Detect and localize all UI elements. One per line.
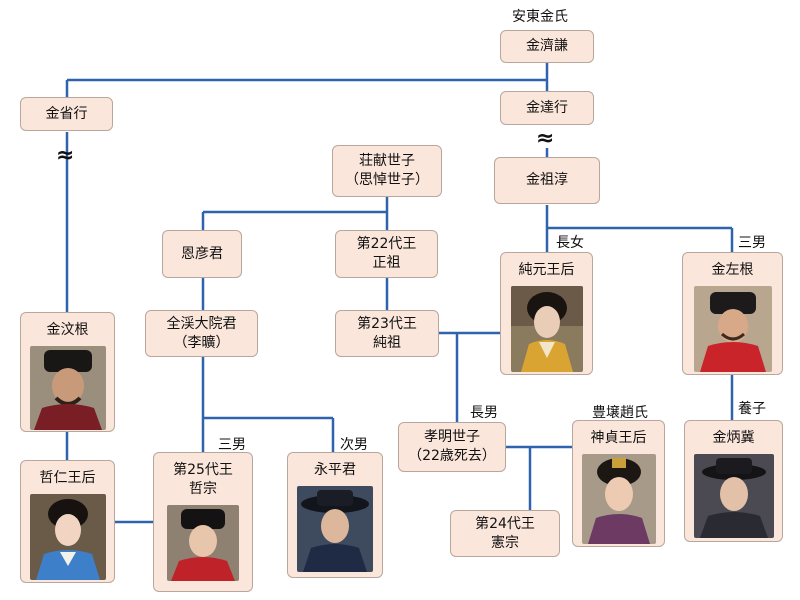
node-kim-byeong-gi: 金炳冀 bbox=[684, 420, 783, 542]
node-cheoljong: 第25代王 哲宗 bbox=[153, 452, 253, 592]
node-name: 金祖淳 bbox=[526, 172, 568, 188]
node-name: 荘献世子 bbox=[359, 153, 415, 169]
node-crown-prince-hyomyeong: 孝明世子 （22歳死去） bbox=[398, 422, 506, 472]
relation-label-adopted-son: 養子 bbox=[738, 401, 766, 417]
node-subname: （思悼世子） bbox=[345, 172, 429, 188]
node-name: 恩彦君 bbox=[181, 245, 223, 262]
node-jeongjo: 第22代王 正祖 bbox=[335, 230, 438, 278]
node-title: 第24代王 bbox=[475, 515, 535, 532]
node-heonjong: 第24代王 憲宗 bbox=[450, 510, 560, 557]
generation-gap-symbol: ≈ bbox=[56, 143, 75, 168]
node-queen-sinjeong: 神貞王后 bbox=[572, 420, 665, 547]
portrait-photo bbox=[693, 286, 772, 372]
portrait-photo bbox=[693, 454, 774, 538]
node-title: 第23代王 bbox=[357, 315, 417, 332]
relation-label-eldest-son: 長男 bbox=[470, 405, 498, 421]
node-name: 金濟謙 bbox=[526, 38, 568, 54]
node-name: 正祖 bbox=[372, 255, 401, 271]
portrait-photo bbox=[510, 286, 583, 372]
node-name: 金達行 bbox=[526, 99, 568, 116]
relation-label-eldest-daughter: 長女 bbox=[556, 235, 584, 251]
relation-label-third-son: 三男 bbox=[738, 235, 766, 251]
portrait-photo bbox=[167, 505, 239, 581]
node-kim-mun-geun: 金汶根 bbox=[20, 312, 115, 432]
portrait-photo bbox=[29, 494, 106, 580]
node-kim-jo-sun: 金祖淳 bbox=[494, 157, 600, 204]
node-jeongye-daewongun: 全渓大院君 （李曠） bbox=[145, 310, 258, 357]
relation-label-third-son: 三男 bbox=[218, 437, 246, 453]
node-name: 純祖 bbox=[373, 334, 401, 351]
node-name: 純元王后 bbox=[518, 262, 575, 278]
node-name: 金省行 bbox=[45, 105, 88, 122]
portrait-photo bbox=[297, 486, 373, 572]
node-queen-cheorin: 哲仁王后 bbox=[20, 460, 115, 583]
node-name: 金左根 bbox=[711, 262, 754, 278]
node-sunjo: 第23代王 純祖 bbox=[335, 310, 439, 357]
node-name: 哲宗 bbox=[189, 481, 217, 497]
node-euneon-gun: 恩彦君 bbox=[162, 230, 242, 278]
node-kim-dal-haeng: 金達行 bbox=[500, 91, 594, 125]
generation-gap-symbol: ≈ bbox=[536, 126, 555, 151]
node-subname: （22歳死去） bbox=[408, 448, 496, 464]
node-name: 神貞王后 bbox=[590, 430, 647, 446]
relation-label-second-son: 次男 bbox=[340, 437, 368, 453]
clan-label-andong-kim: 安東金氏 bbox=[512, 9, 568, 25]
node-queen-sunwon: 純元王后 bbox=[500, 252, 593, 375]
node-name: 孝明世子 bbox=[424, 429, 480, 445]
node-name: 憲宗 bbox=[491, 534, 519, 551]
node-name: 永平君 bbox=[314, 462, 356, 478]
node-title: 第25代王 bbox=[173, 462, 233, 478]
node-yeongpyeong-gun: 永平君 bbox=[287, 452, 383, 578]
node-kim-jwa-geun: 金左根 bbox=[682, 252, 783, 375]
node-crown-prince-jangheon: 荘献世子 （思悼世子） bbox=[332, 145, 442, 197]
node-name: 金炳冀 bbox=[712, 430, 755, 446]
portrait-photo bbox=[29, 346, 106, 430]
node-name: 全渓大院君 bbox=[166, 315, 237, 332]
node-name: 金汶根 bbox=[46, 322, 89, 338]
node-name: 哲仁王后 bbox=[39, 470, 96, 486]
clan-label-pungyang-jo: 豊壌趙氏 bbox=[592, 405, 648, 421]
node-title: 第22代王 bbox=[356, 236, 417, 252]
node-kim-seong-haeng: 金省行 bbox=[20, 97, 113, 131]
node-subname: （李曠） bbox=[173, 334, 230, 351]
portrait-photo bbox=[581, 454, 656, 544]
node-kim-je-gyeom: 金濟謙 bbox=[500, 30, 594, 63]
